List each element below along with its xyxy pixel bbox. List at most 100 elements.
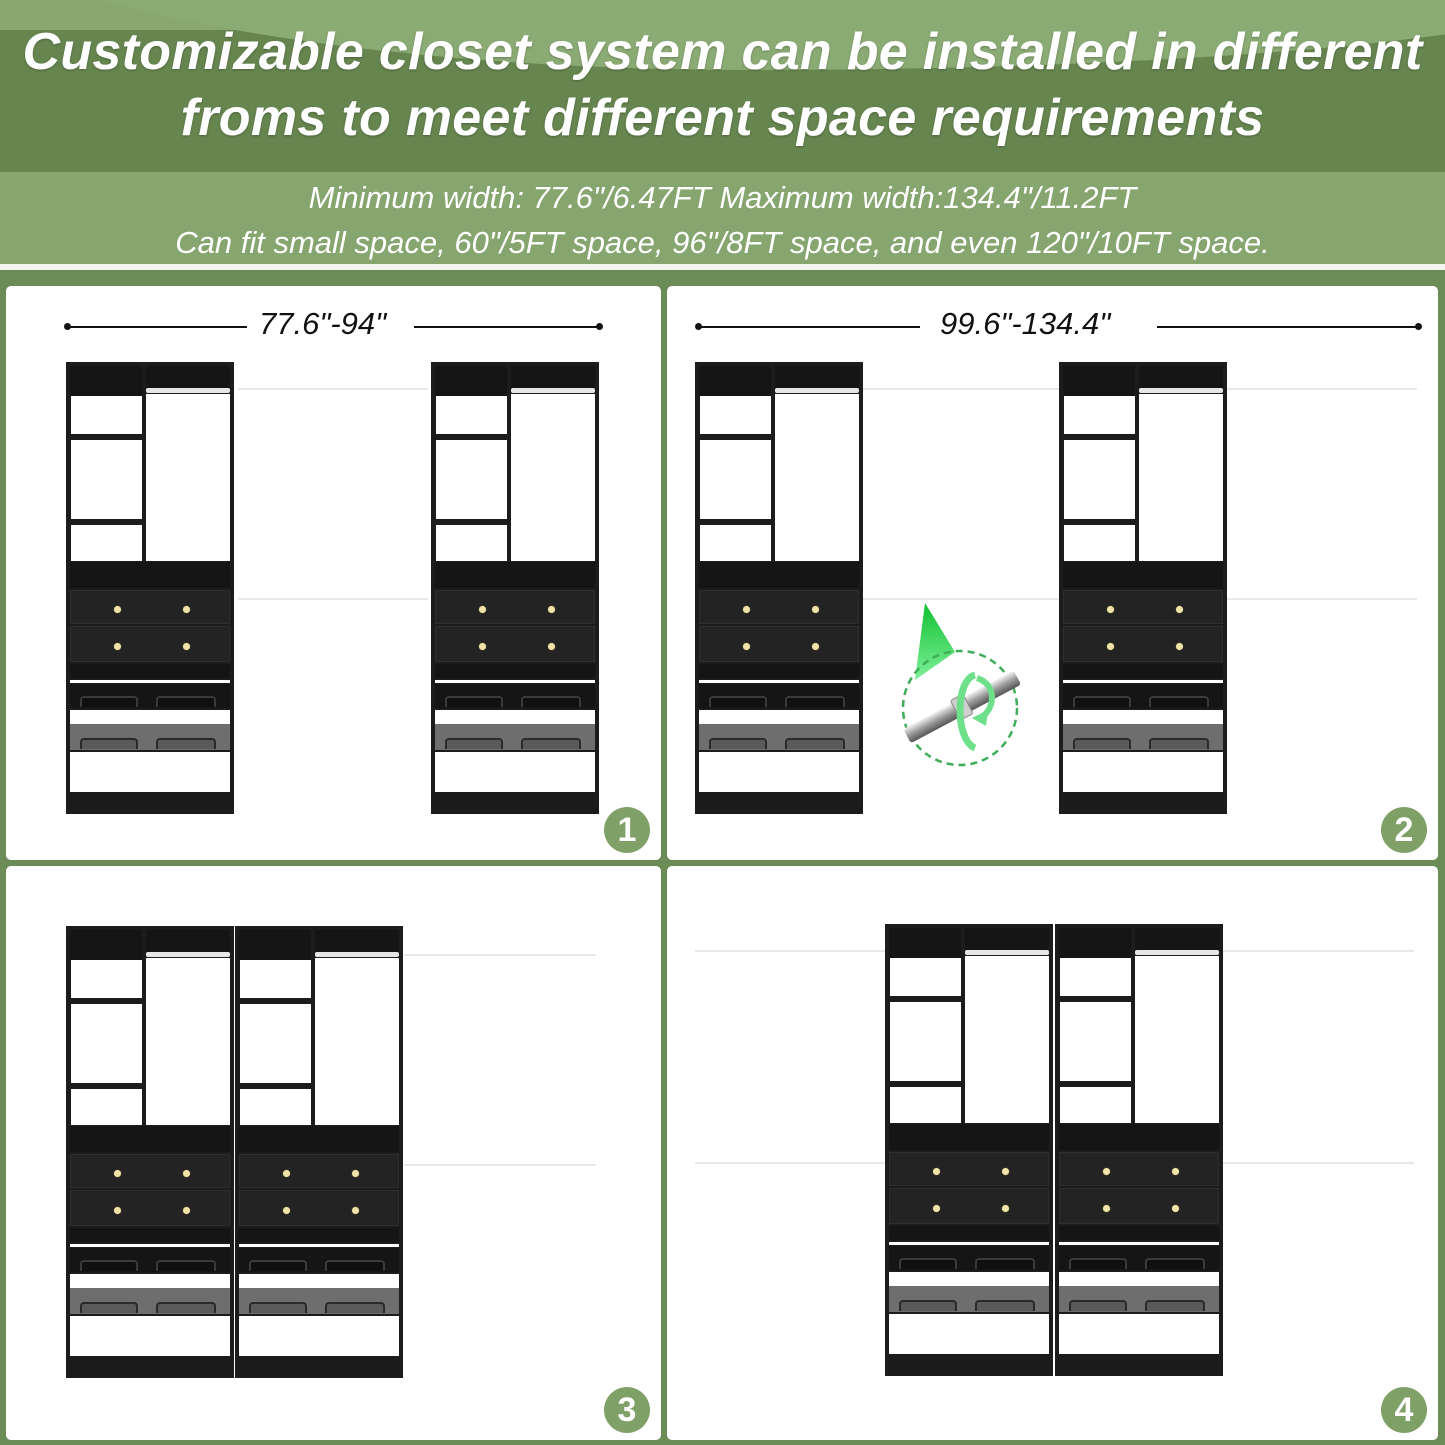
storage-bin [325, 1302, 385, 1313]
closet-section [1060, 958, 1131, 996]
storage-bin [521, 696, 581, 707]
drawer-knob [183, 1207, 190, 1214]
storage-bin [1149, 738, 1209, 749]
storage-bin [445, 696, 503, 707]
closet-section [1060, 1087, 1131, 1123]
closet-section [70, 366, 142, 396]
closet-section [146, 930, 230, 952]
storage-bin [1073, 738, 1131, 749]
closet-section [71, 525, 142, 561]
subtitle-line-1: Minimum width: 77.6"/6.47FT Maximum widt… [308, 180, 1137, 215]
closet-section [71, 1004, 142, 1083]
storage-bin [1069, 1258, 1127, 1269]
closet-section [889, 1314, 1049, 1354]
drawer-knob [183, 643, 190, 650]
closet-section [1063, 664, 1223, 678]
rotate-rod-icon [901, 603, 1021, 767]
drawer-knob [479, 606, 486, 613]
closet-section [315, 958, 399, 1125]
storage-bin [785, 738, 845, 749]
badge-number: 3 [604, 1387, 650, 1433]
drawer-knob [283, 1207, 290, 1214]
closet-section [889, 1242, 1049, 1245]
panel-1: 77.6"-94" 1 [6, 286, 661, 860]
closet-section [1060, 1002, 1131, 1081]
storage-bin [709, 738, 767, 749]
dimension-label: 77.6"-94" [259, 306, 387, 341]
closet-unit [885, 924, 1053, 1376]
drawer-knob [183, 606, 190, 613]
closet-section [699, 562, 859, 588]
closet-section [699, 664, 859, 678]
title-line-2: froms to meet different space requiremen… [180, 89, 1265, 147]
hanging-rod [1139, 388, 1223, 393]
closet-section [71, 960, 142, 998]
drawer-knob [1103, 1205, 1110, 1212]
drawer-knob [1002, 1205, 1009, 1212]
drawer-knob [1103, 1168, 1110, 1175]
divider [0, 264, 1445, 270]
storage-bin [156, 1302, 216, 1313]
storage-bin [1149, 696, 1209, 707]
storage-bin [521, 738, 581, 749]
storage-bin [156, 696, 216, 707]
closet-section [435, 710, 595, 724]
wall-rod-line [238, 388, 428, 390]
closet-section [775, 366, 859, 388]
drawer-knob [1176, 606, 1183, 613]
closet-section [435, 664, 595, 678]
drawer [699, 626, 859, 662]
drawer [70, 590, 230, 624]
drawer [435, 590, 595, 624]
storage-bin [80, 1302, 138, 1313]
storage-bin [156, 738, 216, 749]
closet-section [775, 394, 859, 561]
storage-bin [325, 1260, 385, 1271]
badge-number: 4 [1381, 1387, 1427, 1433]
wall-rod-line [238, 598, 428, 600]
closet-section [699, 752, 859, 792]
panel-3: 3 [6, 866, 661, 1440]
drawer-knob [283, 1170, 290, 1177]
closet-section [1063, 710, 1223, 724]
closet-section [436, 396, 507, 434]
hanging-rod [146, 952, 230, 957]
closet-section [239, 1126, 399, 1152]
drawer [1063, 590, 1223, 624]
closet-section [1059, 928, 1131, 958]
closet-section [70, 710, 230, 724]
closet-section [239, 1228, 399, 1242]
storage-bin [80, 696, 138, 707]
closet-section [699, 710, 859, 724]
closet-section [240, 1004, 311, 1083]
closet-unit [695, 362, 863, 814]
wall-rod-line [1222, 950, 1414, 952]
wall-rod-line [404, 954, 596, 956]
closet-section [435, 366, 507, 396]
closet-section [146, 958, 230, 1125]
closet-section [70, 752, 230, 792]
closet-section [1135, 956, 1219, 1123]
dimension-label: 99.6"-134.4" [940, 306, 1111, 341]
closet-section [965, 928, 1049, 950]
closet-unit [66, 362, 234, 814]
closet-section [436, 525, 507, 561]
closet-section [71, 396, 142, 434]
drawer [239, 1154, 399, 1188]
storage-bin [1145, 1300, 1205, 1311]
closet-section [1063, 752, 1223, 792]
closet-section [700, 525, 771, 561]
dimension-line [698, 326, 920, 328]
hanging-rod [1135, 950, 1219, 955]
storage-bin [249, 1302, 307, 1313]
drawer-knob [548, 606, 555, 613]
closet-section [70, 562, 230, 588]
storage-bin [1145, 1258, 1205, 1269]
dimension-line [1157, 326, 1419, 328]
drawer [70, 1190, 230, 1226]
closet-unit [235, 926, 403, 1378]
closet-section [1059, 1272, 1219, 1286]
closet-section [70, 664, 230, 678]
drawer-knob [352, 1207, 359, 1214]
drawer [239, 1190, 399, 1226]
